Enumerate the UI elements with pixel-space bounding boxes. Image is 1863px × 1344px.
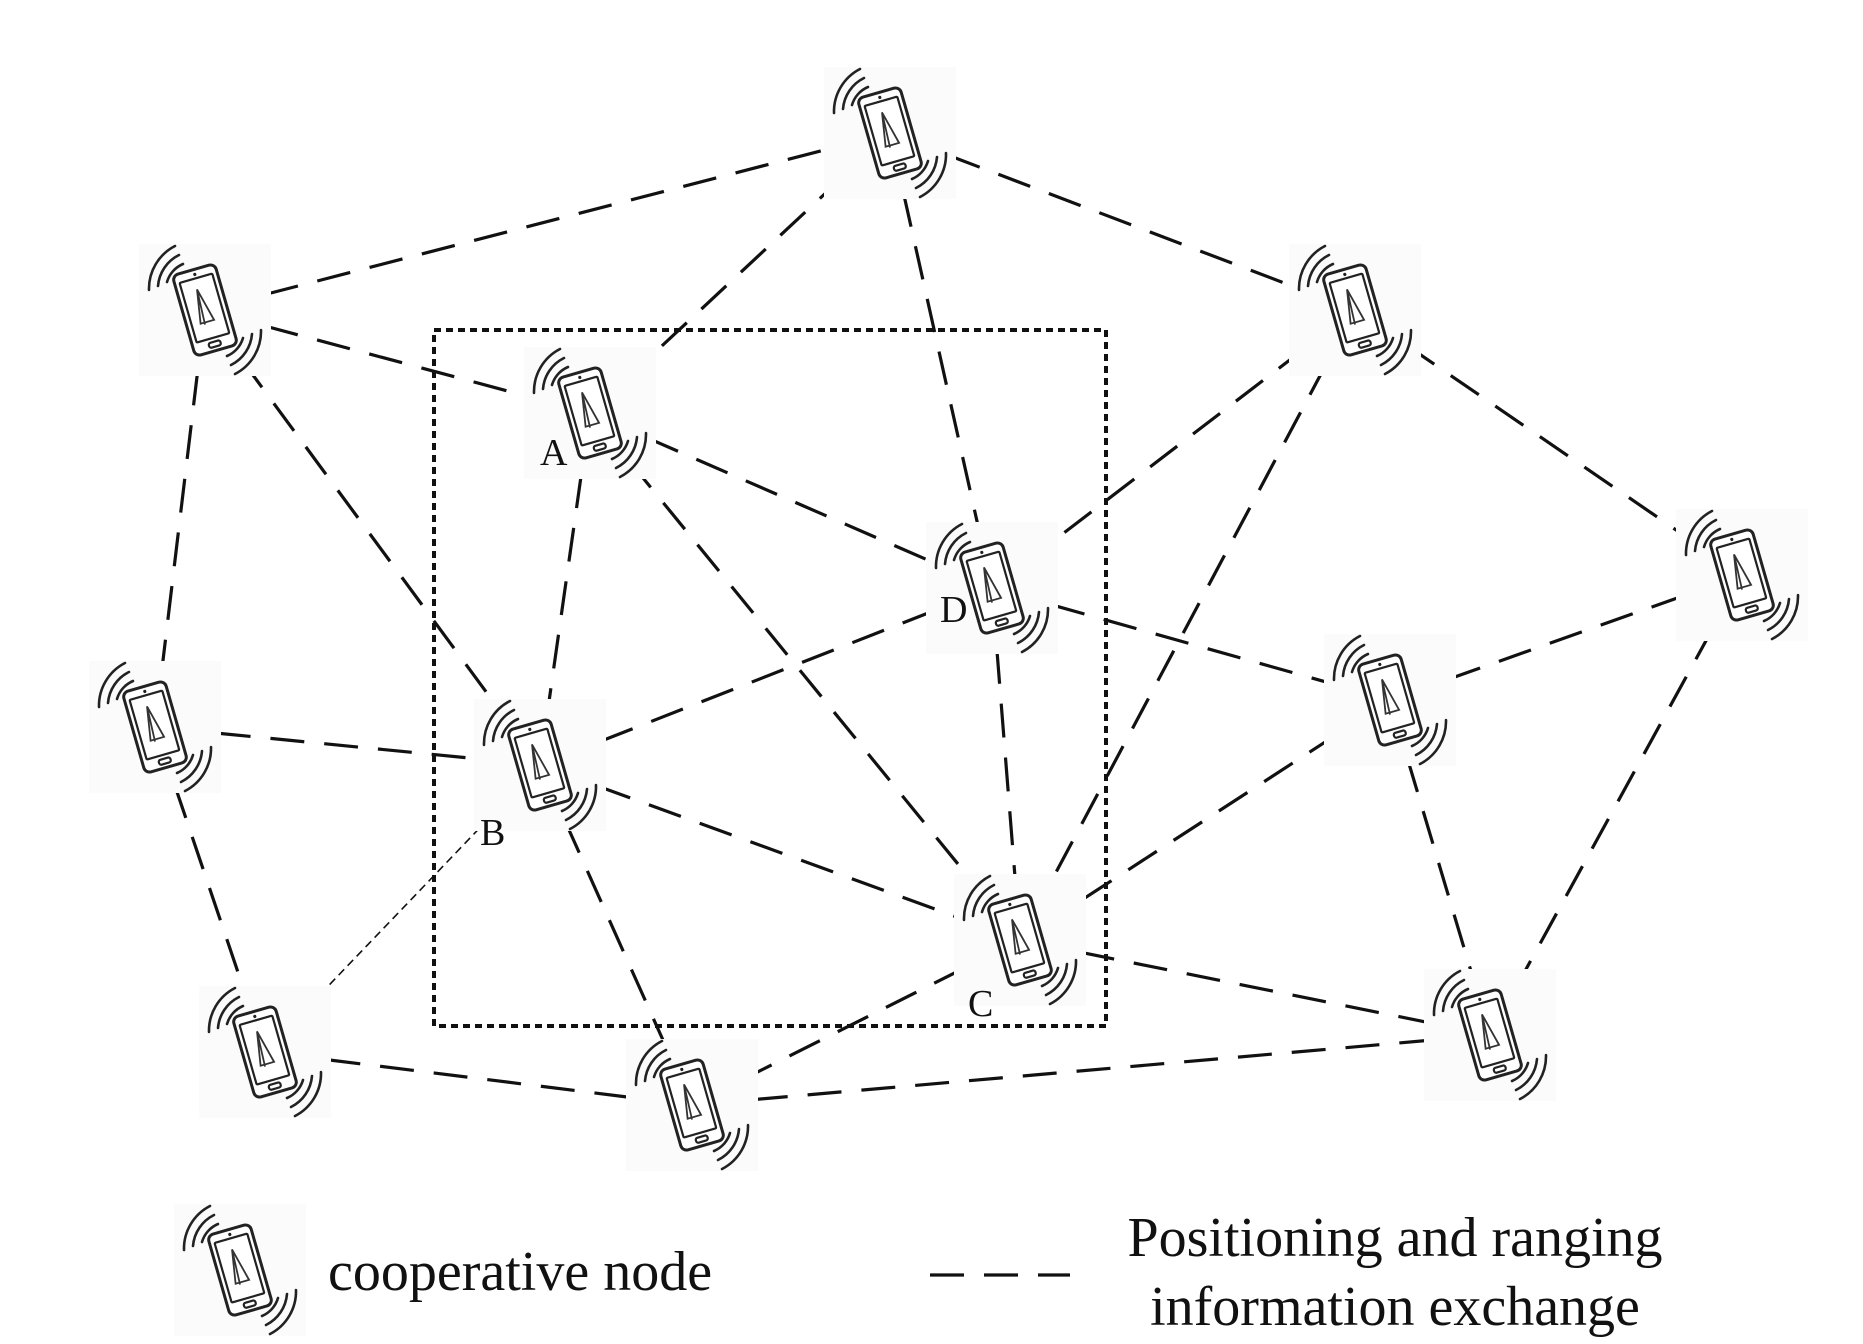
- phone-icon: [822, 65, 958, 201]
- edge-n_tl-n_top: [264, 146, 831, 297]
- edge-n_left-B: [216, 731, 479, 761]
- edge-n_far_r-n_br: [1518, 628, 1714, 982]
- edge-C-n_bm: [746, 966, 966, 1079]
- node-n_br: [1422, 967, 1558, 1103]
- edge-n_top-A: [634, 174, 846, 372]
- node-label-B: B: [480, 812, 505, 854]
- phone-icon: [1322, 632, 1458, 768]
- edge-n_far_r-n_mr: [1447, 594, 1685, 681]
- legend-edge-text-line2: information exchange: [1150, 1276, 1640, 1338]
- edge-n_mr-n_br: [1406, 758, 1474, 977]
- node-n_bm: [624, 1037, 760, 1173]
- node-n_top: [822, 65, 958, 201]
- legend-node-icon: [172, 1202, 308, 1338]
- edge-n_top-n_tr: [947, 153, 1298, 290]
- node-n_tr: [1287, 242, 1423, 378]
- edge-A-D: [646, 436, 936, 565]
- edge-n_top-D: [902, 193, 980, 528]
- edge-n_tl-B: [240, 358, 505, 717]
- phone-icon: [137, 242, 273, 378]
- node-B: B: [472, 697, 608, 854]
- phone-icon: [624, 1037, 760, 1173]
- phone-icon: [1422, 967, 1558, 1103]
- node-n_tl: [137, 242, 273, 378]
- nodes-layer: A D B C: [87, 65, 1810, 1173]
- local-cooperation-region: [432, 328, 1108, 1028]
- node-n_bl: [197, 984, 333, 1120]
- edge-A-C: [627, 459, 983, 894]
- node-n_far_r: [1674, 507, 1810, 643]
- phone-icon: [1674, 507, 1810, 643]
- edge-n_tr-C: [1047, 363, 1328, 887]
- node-A: A: [522, 345, 658, 481]
- edge-D-n_mr: [1051, 603, 1331, 685]
- edges-layer: [160, 146, 1714, 1102]
- edge-n_tl-n_left: [160, 371, 200, 666]
- node-label-A: A: [540, 432, 568, 474]
- edge-B-C: [597, 784, 963, 921]
- edge-B-n_bl: [307, 809, 498, 1008]
- node-n_left: [87, 659, 223, 795]
- node-label-C: C: [968, 983, 993, 1025]
- edge-n_tr-D: [1040, 346, 1307, 552]
- edge-B-n_bm: [563, 820, 669, 1050]
- edge-n_tl-A: [264, 324, 531, 399]
- edge-n_bl-n_bm: [326, 1058, 631, 1099]
- phone-icon: [1287, 242, 1423, 378]
- edge-n_tr-n_far_r: [1405, 343, 1692, 542]
- node-label-D: D: [940, 589, 967, 631]
- edge-C-n_br: [1080, 950, 1430, 1025]
- edge-D-C: [995, 649, 1017, 879]
- phone-icon: [197, 984, 333, 1120]
- edge-D-B: [597, 609, 935, 744]
- node-C: C: [952, 872, 1088, 1025]
- node-D: D: [924, 520, 1060, 656]
- edge-n_left-n_bl: [173, 785, 247, 994]
- edge-n_bm-n_br: [753, 1038, 1429, 1102]
- legend-edge-text-line1: Positioning and ranging: [1127, 1207, 1662, 1269]
- edge-A-B: [547, 474, 583, 704]
- legend-node-text: cooperative node: [328, 1241, 712, 1303]
- node-n_mr: [1322, 632, 1458, 768]
- legend: cooperative node Positioning and ranging…: [172, 1202, 1663, 1338]
- edge-n_mr-C: [1071, 732, 1339, 908]
- phone-icon: [924, 520, 1060, 656]
- phone-icon: [87, 659, 223, 795]
